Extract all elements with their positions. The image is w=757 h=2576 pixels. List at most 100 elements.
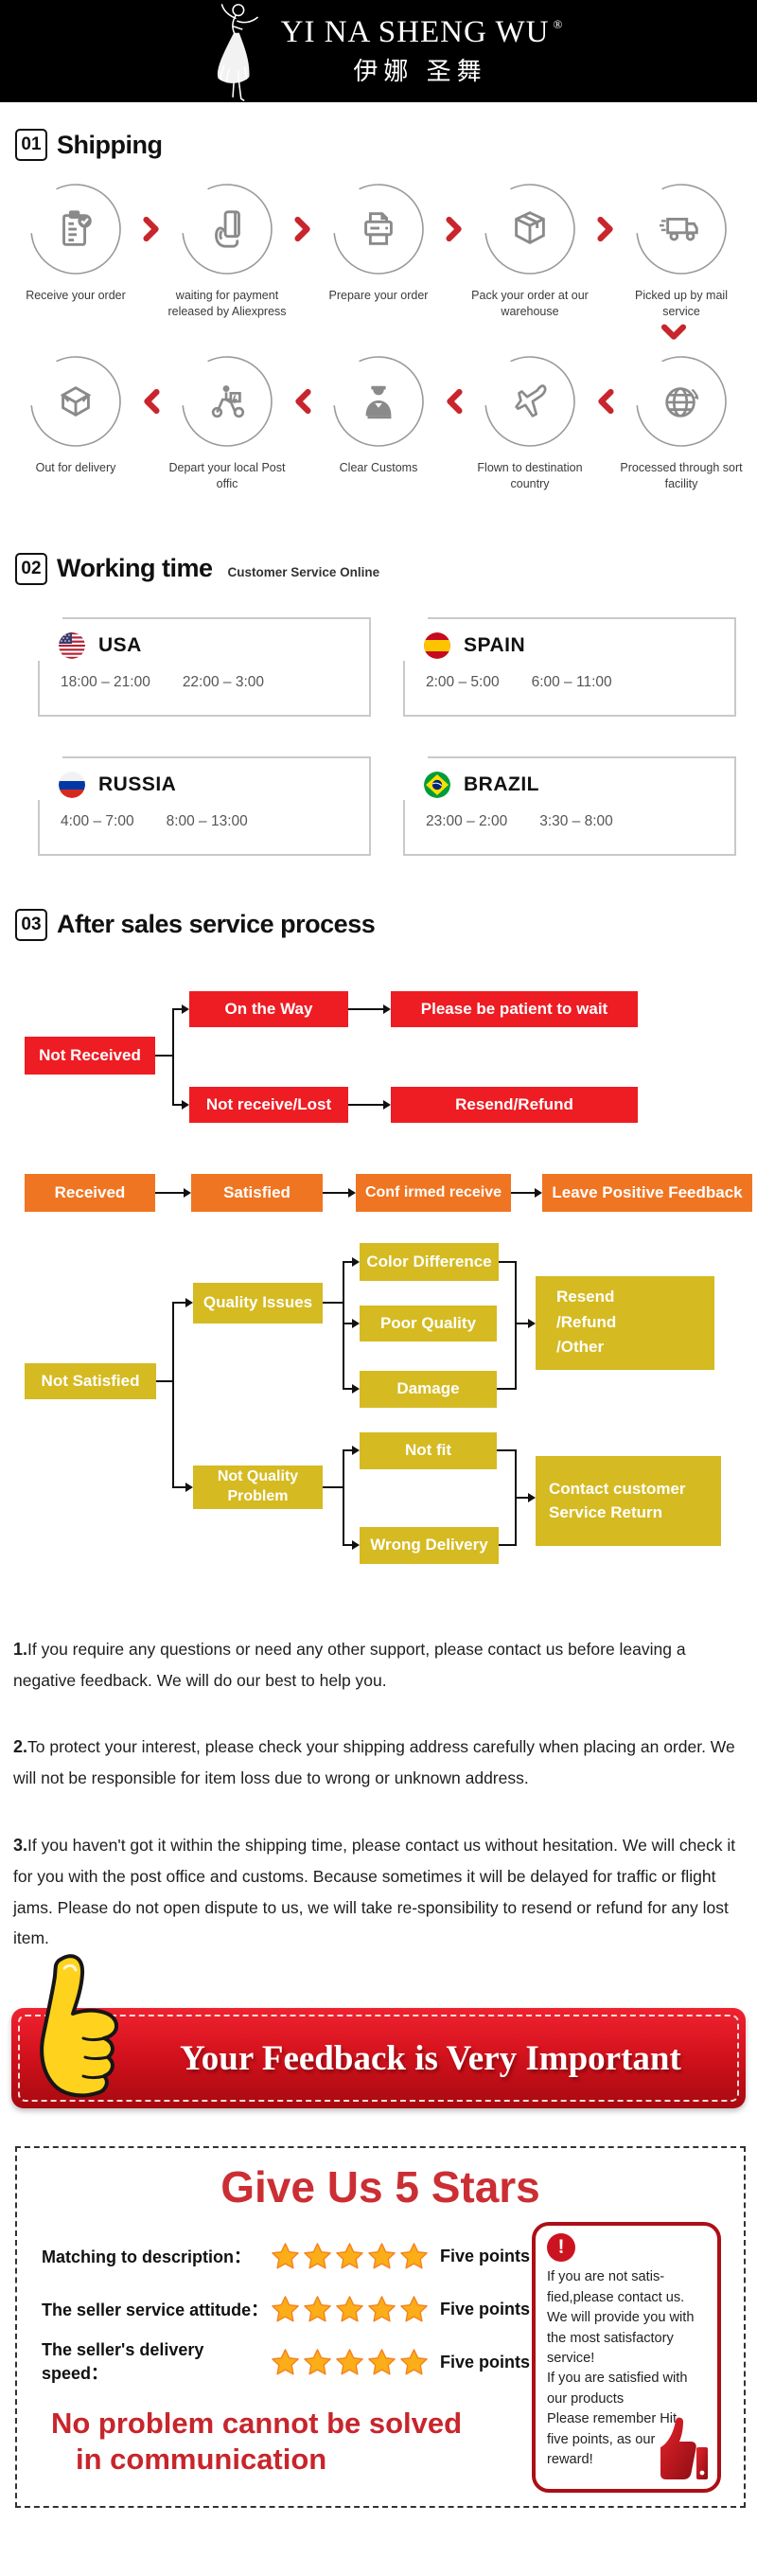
rating-row-service: The seller service attitude： Five points	[42, 2283, 543, 2336]
shipping-step: Clear Customs	[315, 351, 442, 490]
chevron-left-icon	[139, 352, 164, 451]
rating-row-description: Matching to description： Five points	[42, 2230, 543, 2283]
star-icon	[272, 2242, 299, 2269]
section-number-badge: 03	[15, 908, 47, 941]
country-name: SPAIN	[464, 633, 526, 656]
shipping-flow-row1: Receive your order waiting for payment r…	[0, 180, 757, 320]
working-hours: 2:00 – 5:00	[426, 673, 500, 690]
shipping-step: Pack your order at our warehouse	[467, 180, 593, 320]
chevron-left-icon	[442, 352, 467, 451]
section-subtitle: Customer Service Online	[227, 565, 380, 579]
section-shipping-header: 01 Shipping	[15, 129, 757, 161]
shipping-step: Receive your order	[12, 180, 139, 318]
section-aftersales-header: 03 After sales service process	[15, 908, 757, 941]
shipping-step-label: Depart your local Post offic	[168, 460, 286, 490]
star-icon	[400, 2295, 428, 2322]
star-icon	[368, 2242, 396, 2269]
section-working-header: 02 Working time Customer Service Online	[15, 552, 757, 585]
shipping-step-label: Out for delivery	[35, 460, 116, 474]
thumbs-up-red-icon	[660, 2417, 708, 2480]
country-name: RUSSIA	[98, 773, 177, 795]
flow-not-receive-lost: Not receive/Lost	[189, 1086, 348, 1123]
policy-note-1: 1.If you require any questions or need a…	[13, 1639, 686, 1690]
rating-row-delivery: The seller's delivery speed： Five points	[42, 2339, 531, 2383]
working-hours: 8:00 – 13:00	[166, 812, 248, 829]
truck-icon	[660, 218, 698, 241]
customs-officer-icon	[365, 385, 392, 418]
country-name: BRAZIL	[464, 773, 539, 795]
star-icon	[304, 2242, 331, 2269]
star-icon	[400, 2348, 428, 2375]
star-icon	[336, 2348, 363, 2375]
hand-card-icon	[215, 210, 240, 248]
brand-name-chinese: 伊娜 圣舞	[353, 57, 487, 85]
note-text: If you are not satis- fied,please contac…	[547, 2269, 695, 2468]
country-name: USA	[98, 633, 142, 656]
flow-received: Received	[25, 1173, 155, 1212]
spain-flag-icon	[424, 631, 450, 659]
star-icon	[304, 2295, 331, 2322]
flow-not-fit: Not fit	[360, 1431, 497, 1469]
flow-leave-feedback: Leave Positive Feedback	[542, 1173, 752, 1212]
chevron-left-icon	[290, 352, 315, 451]
shipping-step-label: Picked up by mail service	[635, 289, 728, 318]
chevron-down-icon	[661, 324, 686, 340]
policy-note-3: 3.If you haven't got it within the shipp…	[13, 1835, 736, 1947]
flow-wrong-delivery: Wrong Delivery	[360, 1526, 499, 1564]
five-star-rating	[271, 2242, 429, 2271]
flow-please-wait: Please be patient to wait	[391, 990, 638, 1027]
chevron-left-icon	[593, 352, 618, 451]
chevron-right-icon	[290, 180, 315, 278]
shipping-flow-row2: Out for delivery Depart your local Post …	[0, 351, 757, 492]
policy-note-2: 2.To protect your interest, please check…	[13, 1737, 735, 1788]
flow-turn	[0, 320, 757, 352]
working-time-card-spain: SPAIN 2:00 – 5:00 6:00 – 11:00	[403, 616, 736, 717]
working-time-card-usa: USA 18:00 – 21:00 22:00 – 3:00	[38, 616, 371, 717]
working-hours: 23:00 – 2:00	[426, 812, 508, 829]
flow-on-the-way: On the Way	[189, 990, 348, 1027]
shipping-step-label: Flown to destination country	[477, 460, 583, 490]
working-time-card-russia: RUSSIA 4:00 – 7:00 8:00 – 13:00	[38, 755, 371, 856]
flow-satisfied: Satisfied	[191, 1173, 323, 1212]
section-number-badge: 01	[15, 129, 47, 161]
thumbs-up-icon	[40, 1954, 118, 2098]
brand-name: YI NA SHENG WU®	[280, 15, 564, 49]
usa-flag-icon	[59, 631, 85, 659]
flow-poor-quality: Poor Quality	[360, 1305, 497, 1341]
working-time-cards: USA 18:00 – 21:00 22:00 – 3:00 SPAIN 2:0…	[38, 616, 757, 856]
banner-text: Your Feedback is Very Important	[180, 2038, 681, 2078]
five-star-rating	[271, 2348, 429, 2377]
after-sales-flowchart: On the Way Please be patient to wait Not…	[0, 975, 757, 1589]
satisfaction-note-box: ! If you are not satis- fied,please cont…	[532, 2222, 721, 2494]
five-stars-box: Give Us 5 Stars Matching to description：…	[15, 2146, 746, 2509]
scooter-icon	[211, 384, 245, 417]
star-icon	[368, 2348, 396, 2375]
working-hours: 3:30 – 8:00	[539, 812, 613, 829]
shipping-step: Flown to destination country	[467, 351, 593, 492]
flow-color-difference: Color Difference	[360, 1242, 499, 1281]
flow-contact-return: Contact customer Service Return	[536, 1455, 721, 1546]
shipping-step-label: Clear Customs	[339, 460, 418, 474]
header: YI NA SHENG WU® 伊娜 圣舞	[0, 0, 757, 102]
flow-not-quality-problem: Not Quality Problem	[193, 1465, 323, 1509]
rating-rows: Matching to description： Five points The…	[42, 2230, 543, 2389]
star-icon	[400, 2242, 428, 2269]
star-icon	[336, 2242, 363, 2269]
package-icon	[515, 211, 545, 245]
working-time-card-brazil: BRAZIL 23:00 – 2:00 3:30 – 8:00	[403, 755, 736, 856]
working-hours: 4:00 – 7:00	[61, 812, 134, 829]
dancer-logo-icon	[217, 4, 258, 101]
shipping-step-label: Receive your order	[26, 289, 126, 302]
shipping-step-label: Prepare your order	[328, 289, 429, 302]
open-box-icon	[60, 385, 92, 417]
star-icon	[272, 2295, 299, 2322]
shipping-step: waiting for payment released by Aliexpre…	[164, 180, 290, 320]
working-hours: 22:00 – 3:00	[182, 673, 265, 690]
airplane-icon	[515, 383, 547, 417]
star-icon	[368, 2295, 396, 2322]
brazil-flag-icon	[424, 771, 450, 798]
five-star-rating	[271, 2295, 429, 2324]
star-icon	[272, 2348, 299, 2375]
working-hours: 6:00 – 11:00	[531, 673, 612, 690]
flow-not-satisfied: Not Satisfied	[25, 1362, 156, 1399]
